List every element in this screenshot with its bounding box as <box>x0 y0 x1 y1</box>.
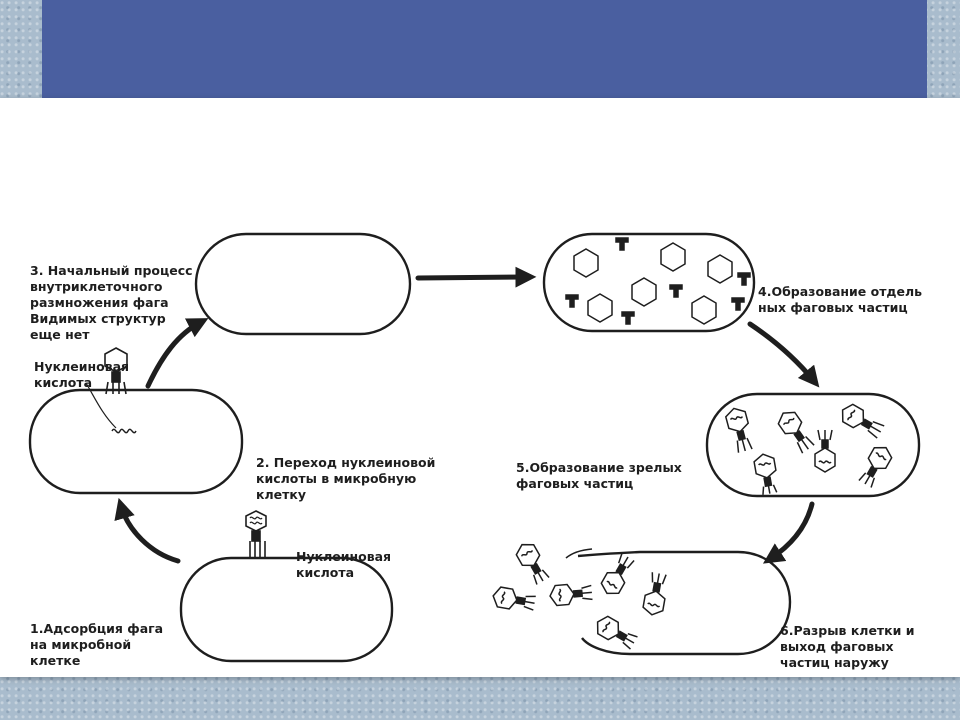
viral-parts-stage-4 <box>565 237 751 325</box>
header-bar <box>42 0 927 107</box>
arrow-2-to-3 <box>145 318 209 389</box>
arrow-3-to-4 <box>415 266 537 288</box>
arrow-5-to-6 <box>762 501 815 564</box>
cell-stage-3 <box>194 232 412 336</box>
mature-phages-stage-5 <box>724 403 893 495</box>
cell-stage-6-burst <box>577 550 792 656</box>
released-phages-stage-6 <box>492 543 667 650</box>
phage-injecting-icon <box>85 347 137 434</box>
bottom-frame-strip <box>0 677 960 720</box>
cell-stage-1 <box>179 556 394 663</box>
arrow-4-to-5 <box>747 321 820 388</box>
burst-membrane-fragment <box>565 548 593 559</box>
phage-cycle-diagram <box>28 232 921 663</box>
arrow-1-to-2 <box>114 497 181 564</box>
phage-adsorbed-icon <box>245 510 267 557</box>
cell-stage-2 <box>28 388 244 495</box>
